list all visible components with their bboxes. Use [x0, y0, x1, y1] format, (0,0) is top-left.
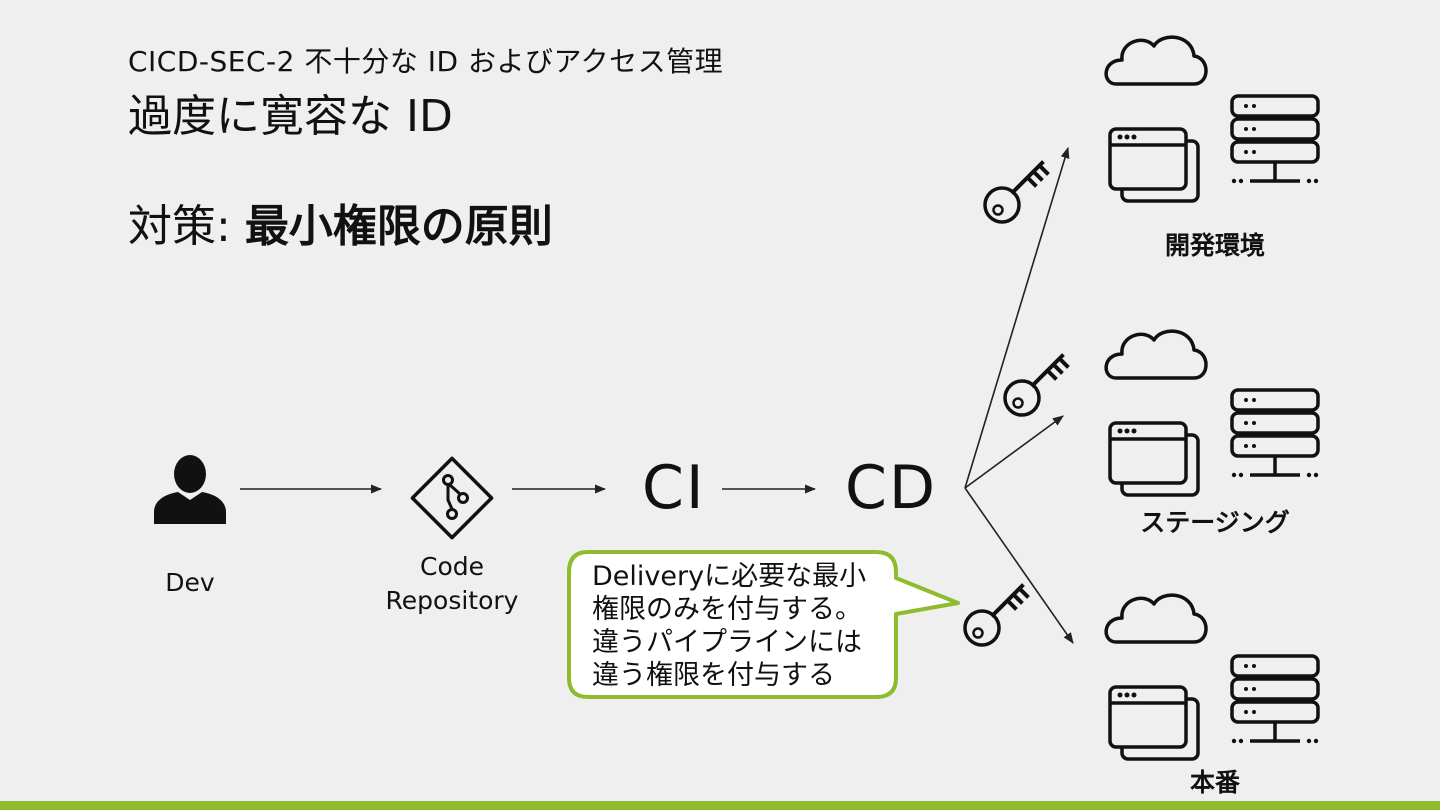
- environment-staging: [1104, 329, 1320, 497]
- key-icon: [983, 161, 1049, 224]
- callout-line: 違うパイプラインには: [592, 627, 862, 658]
- key-icon: [1003, 354, 1069, 417]
- callout-line: 権限のみを付与する。: [592, 594, 862, 625]
- environment-label-dev: 開発環境: [1164, 231, 1265, 260]
- cloud-icon: [1104, 329, 1208, 380]
- key-icon: [963, 584, 1029, 647]
- server-rack-icon: [1230, 94, 1320, 185]
- dev-label: Dev: [165, 568, 215, 597]
- server-rack-icon: [1230, 388, 1320, 479]
- slide-subtitle: CICD-SEC-2 不十分な ID およびアクセス管理: [128, 45, 724, 78]
- repo-label: Code Repository: [372, 550, 532, 618]
- repo-label-line2: Repository: [385, 586, 519, 615]
- environment-label-staging: ステージング: [1140, 508, 1290, 537]
- slide-title: 過度に寛容な ID: [128, 91, 453, 142]
- environment-dev: [1104, 35, 1320, 203]
- countermeasure-principle: 最小権限の原則: [244, 201, 553, 252]
- environment-production: [1104, 593, 1320, 761]
- cloud-icon: [1104, 593, 1208, 644]
- arrow-cd-to-staging: [964, 415, 1064, 489]
- person-icon: [154, 455, 226, 524]
- countermeasure-prefix: 対策:: [128, 201, 245, 252]
- arrow-cd-to-production: [964, 487, 1074, 644]
- callout-bubble: [567, 550, 960, 699]
- cloud-icon: [1104, 35, 1208, 86]
- ci-stage: CI: [642, 453, 706, 523]
- environment-label-production: 本番: [1189, 768, 1240, 797]
- callout-text: Deliveryに必要な最小 権限のみを付与する。 違うパイプラインには 違う権…: [592, 560, 892, 692]
- callout-line: Deliveryに必要な最小: [592, 561, 867, 592]
- arrow-cd-to-dev-env: [964, 146, 1070, 489]
- callout-line: 違う権限を付与する: [592, 660, 835, 691]
- server-rack-icon: [1230, 654, 1320, 745]
- git-repository-icon: [410, 456, 494, 540]
- countermeasure-heading: 対策: 最小権限の原則: [128, 190, 553, 254]
- browser-window-icon: [1108, 127, 1200, 203]
- browser-window-icon: [1108, 421, 1200, 497]
- browser-window-icon: [1108, 685, 1200, 761]
- repo-label-line1: Code: [419, 552, 484, 581]
- cd-stage: CD: [845, 453, 938, 523]
- bottom-accent-bar: [0, 801, 1440, 810]
